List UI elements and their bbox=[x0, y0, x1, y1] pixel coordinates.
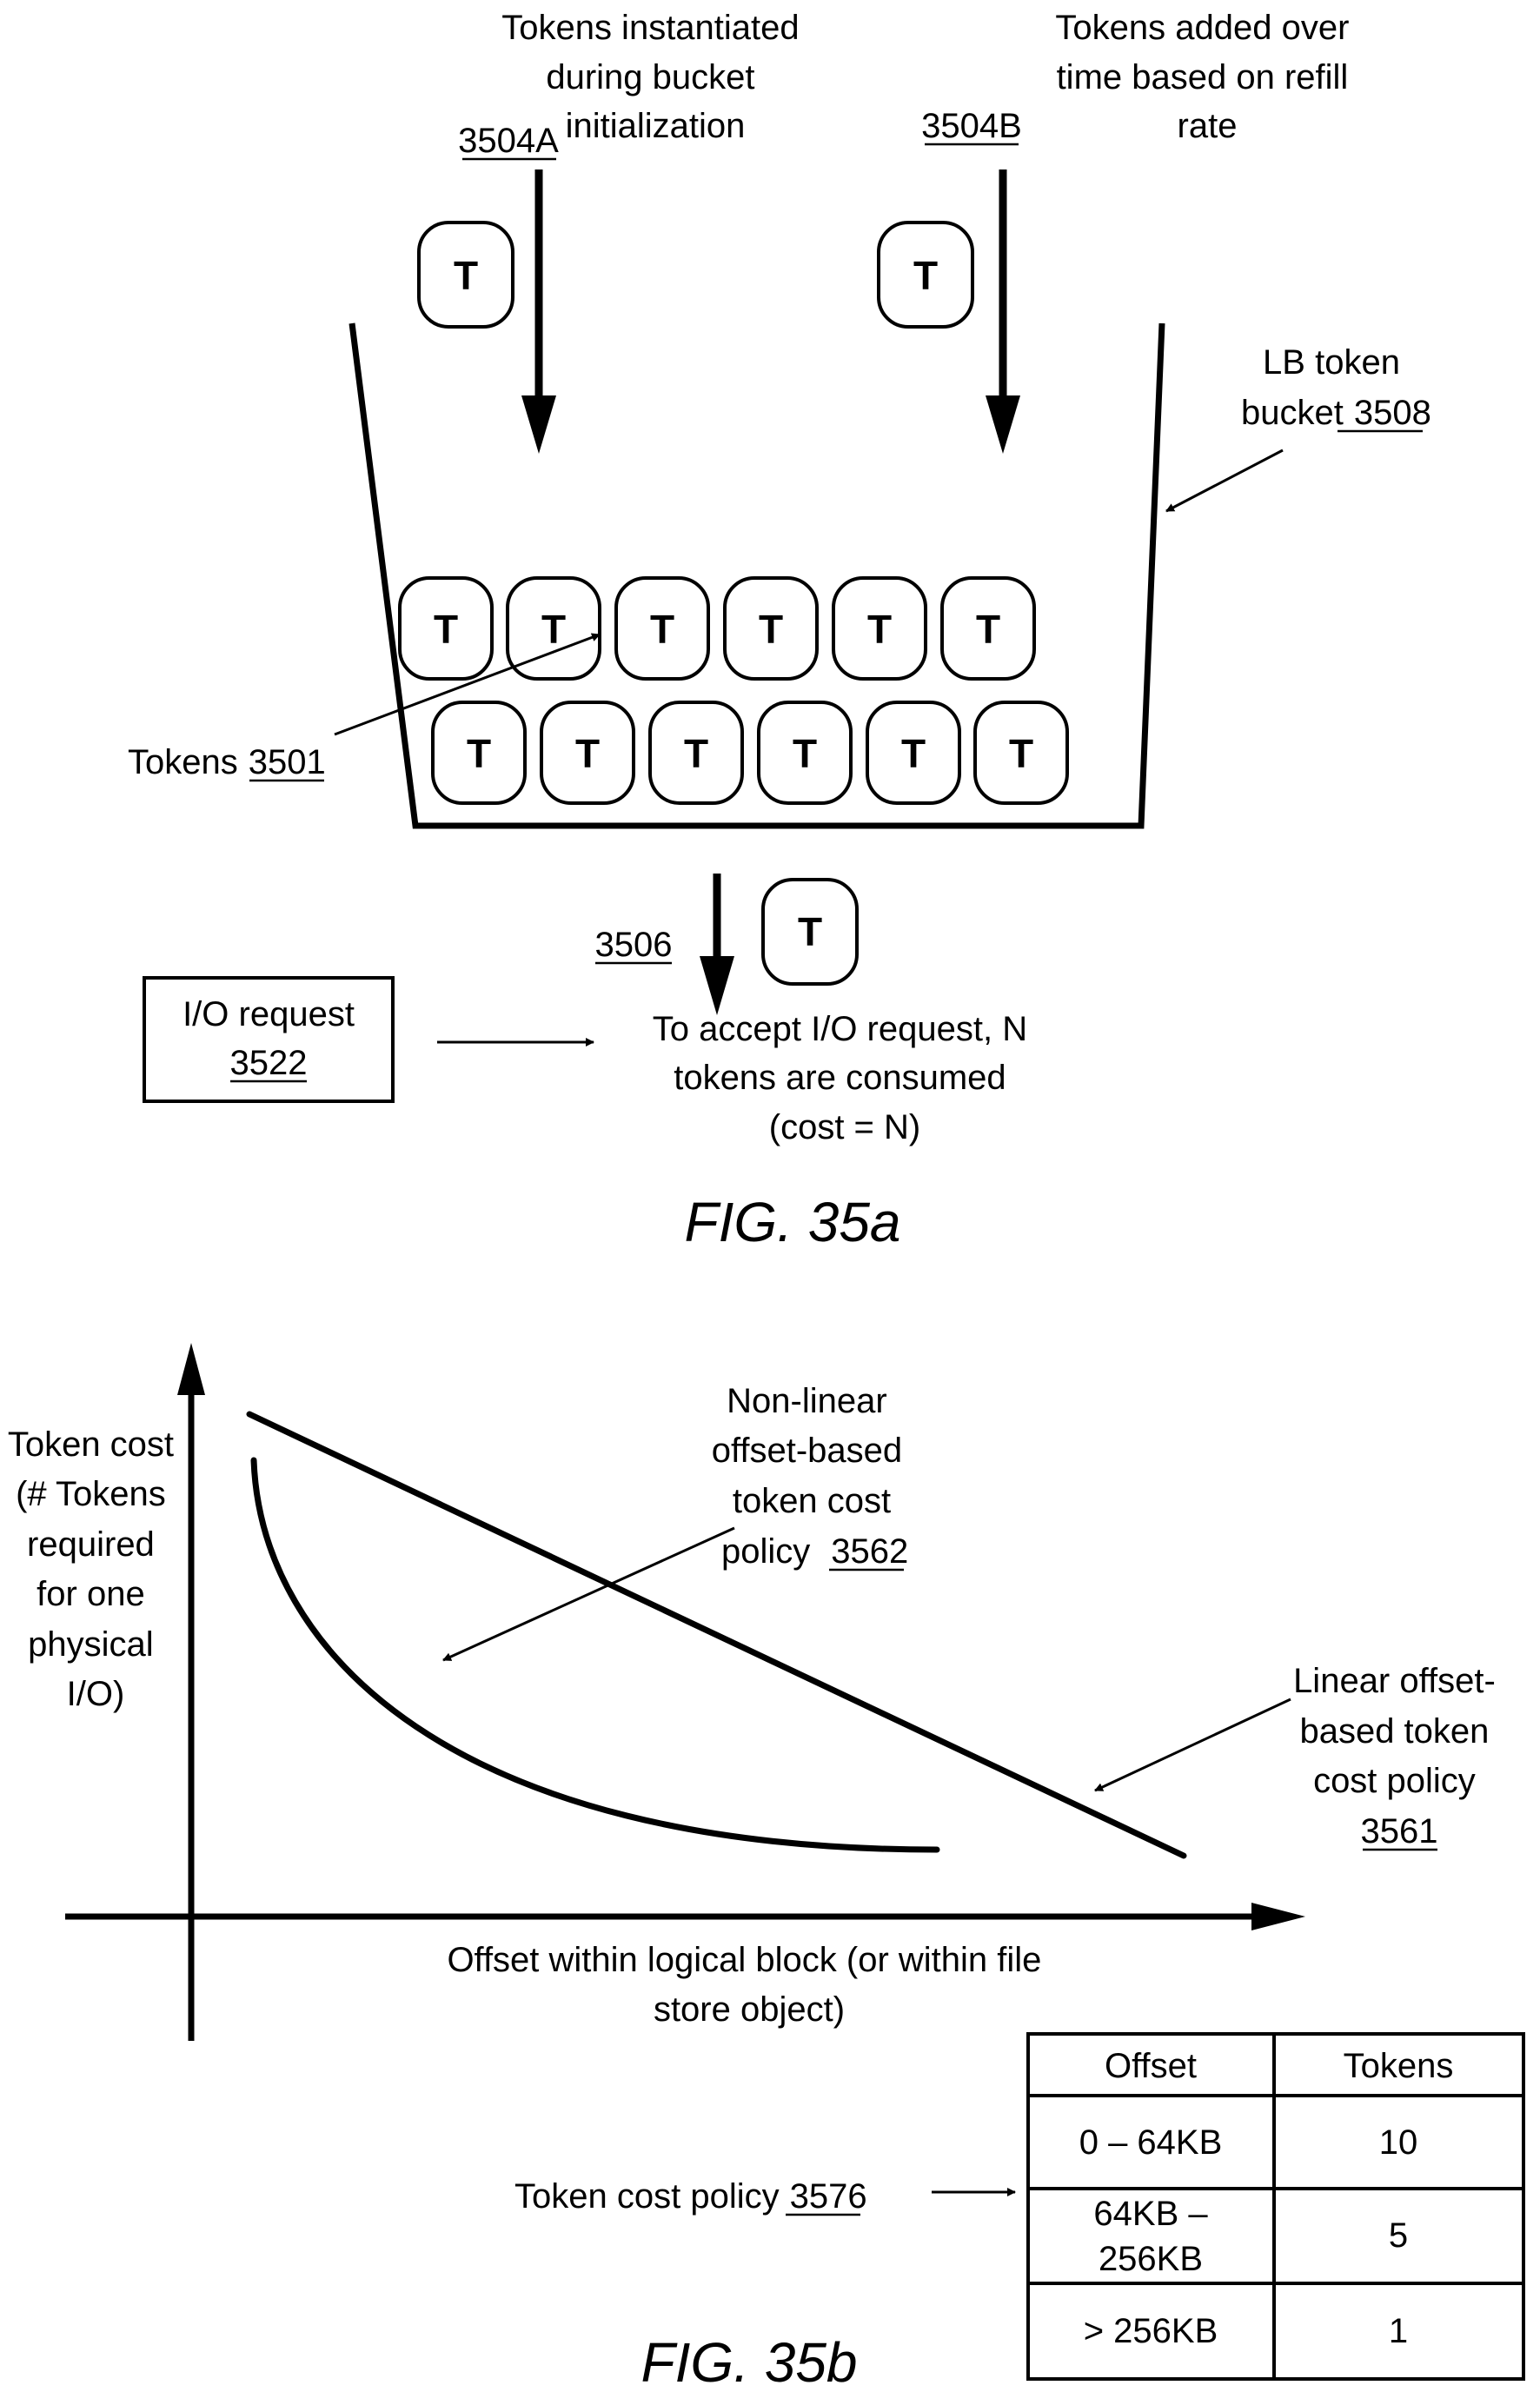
x-axis bbox=[65, 1903, 1305, 1930]
token-cost-table: Offset Tokens 0 – 64KB 10 64KB – 256KB 5… bbox=[1028, 2034, 1523, 2379]
fig-35b: Token cost (# Tokens required for one ph… bbox=[8, 1343, 1523, 2392]
table-header-offset: Offset bbox=[1105, 2047, 1197, 2085]
token-consumed: T bbox=[763, 880, 857, 984]
ref-3522: 3522 bbox=[230, 1044, 308, 1082]
policy-label: Token cost policy3576 bbox=[514, 2177, 867, 2216]
io-request-label: I/O request bbox=[183, 995, 355, 1033]
svg-text:64KB –: 64KB – bbox=[1093, 2195, 1208, 2233]
token-falling-right: T bbox=[879, 223, 972, 327]
svg-text:T: T bbox=[454, 253, 478, 298]
svg-text:0 – 64KB: 0 – 64KB bbox=[1079, 2123, 1223, 2162]
tokens-row-1: T T T T T T bbox=[400, 578, 1034, 679]
bucket-leader-arrow bbox=[1166, 450, 1283, 511]
svg-text:T: T bbox=[1009, 731, 1033, 776]
ref-3504a: 3504A bbox=[458, 122, 559, 160]
ref-3562: 3562 bbox=[831, 1532, 908, 1571]
linear-label: Linear offset- based token cost policy 3… bbox=[1293, 1662, 1505, 1850]
y-axis-label: Token cost (# Tokens required for one ph… bbox=[8, 1425, 183, 1713]
nonlinear-label-line4: policy3562 bbox=[721, 1532, 908, 1571]
table-header-tokens: Tokens bbox=[1344, 2047, 1454, 2085]
ref-3506: 3506 bbox=[595, 926, 673, 964]
bucket-label: LB token bbox=[1263, 343, 1400, 382]
x-axis-label: Offset within logical block (or within f… bbox=[447, 1941, 1051, 2029]
bucket-label-line2: bucket3508 bbox=[1241, 394, 1431, 432]
token-falling-left: T bbox=[419, 223, 513, 327]
svg-text:T: T bbox=[901, 731, 926, 776]
ref-3576: 3576 bbox=[790, 2177, 867, 2216]
io-request-box: I/O request 3522 bbox=[144, 978, 393, 1101]
svg-text:T: T bbox=[650, 607, 674, 652]
arrow-3504b bbox=[986, 169, 1020, 454]
ref-3504b: 3504B bbox=[921, 107, 1022, 145]
tokens-row-2: T T T T T T bbox=[433, 702, 1067, 803]
accept-text: To accept I/O request, N tokens are cons… bbox=[653, 1010, 1037, 1146]
svg-text:T: T bbox=[467, 731, 491, 776]
svg-text:T: T bbox=[541, 607, 566, 652]
arrow-3506 bbox=[700, 874, 734, 1015]
fig-35b-caption: FIG. 35b bbox=[641, 2331, 858, 2392]
svg-text:T: T bbox=[793, 731, 817, 776]
svg-text:T: T bbox=[684, 731, 708, 776]
fig-35a: Tokens instantiated during bucket initia… bbox=[128, 9, 1431, 1253]
nonlinear-label: Non-linear offset-based token cost bbox=[712, 1382, 913, 1520]
linear-leader-arrow bbox=[1095, 1699, 1291, 1791]
ref-3501: 3501 bbox=[249, 743, 326, 781]
svg-text:T: T bbox=[759, 607, 783, 652]
svg-text:T: T bbox=[867, 607, 892, 652]
svg-text:T: T bbox=[976, 607, 1000, 652]
svg-text:T: T bbox=[575, 731, 600, 776]
svg-text:T: T bbox=[434, 607, 458, 652]
svg-text:T: T bbox=[798, 909, 822, 954]
svg-text:T: T bbox=[913, 253, 938, 298]
svg-text:256KB: 256KB bbox=[1099, 2240, 1203, 2278]
svg-text:> 256KB: > 256KB bbox=[1084, 2312, 1218, 2350]
nonlinear-leader-arrow bbox=[443, 1528, 734, 1660]
svg-text:5: 5 bbox=[1389, 2216, 1408, 2255]
svg-text:10: 10 bbox=[1379, 2123, 1418, 2162]
linear-policy-line bbox=[249, 1414, 1184, 1856]
refill-label: Tokens added over time based on refill r… bbox=[1055, 9, 1358, 145]
ref-3508: 3508 bbox=[1354, 394, 1431, 432]
ref-3561: 3561 bbox=[1361, 1812, 1438, 1850]
tokens-label: Tokens3501 bbox=[128, 743, 326, 781]
arrow-3504a bbox=[521, 169, 556, 454]
svg-text:1: 1 bbox=[1389, 2312, 1408, 2350]
fig-35a-caption: FIG. 35a bbox=[685, 1191, 901, 1253]
